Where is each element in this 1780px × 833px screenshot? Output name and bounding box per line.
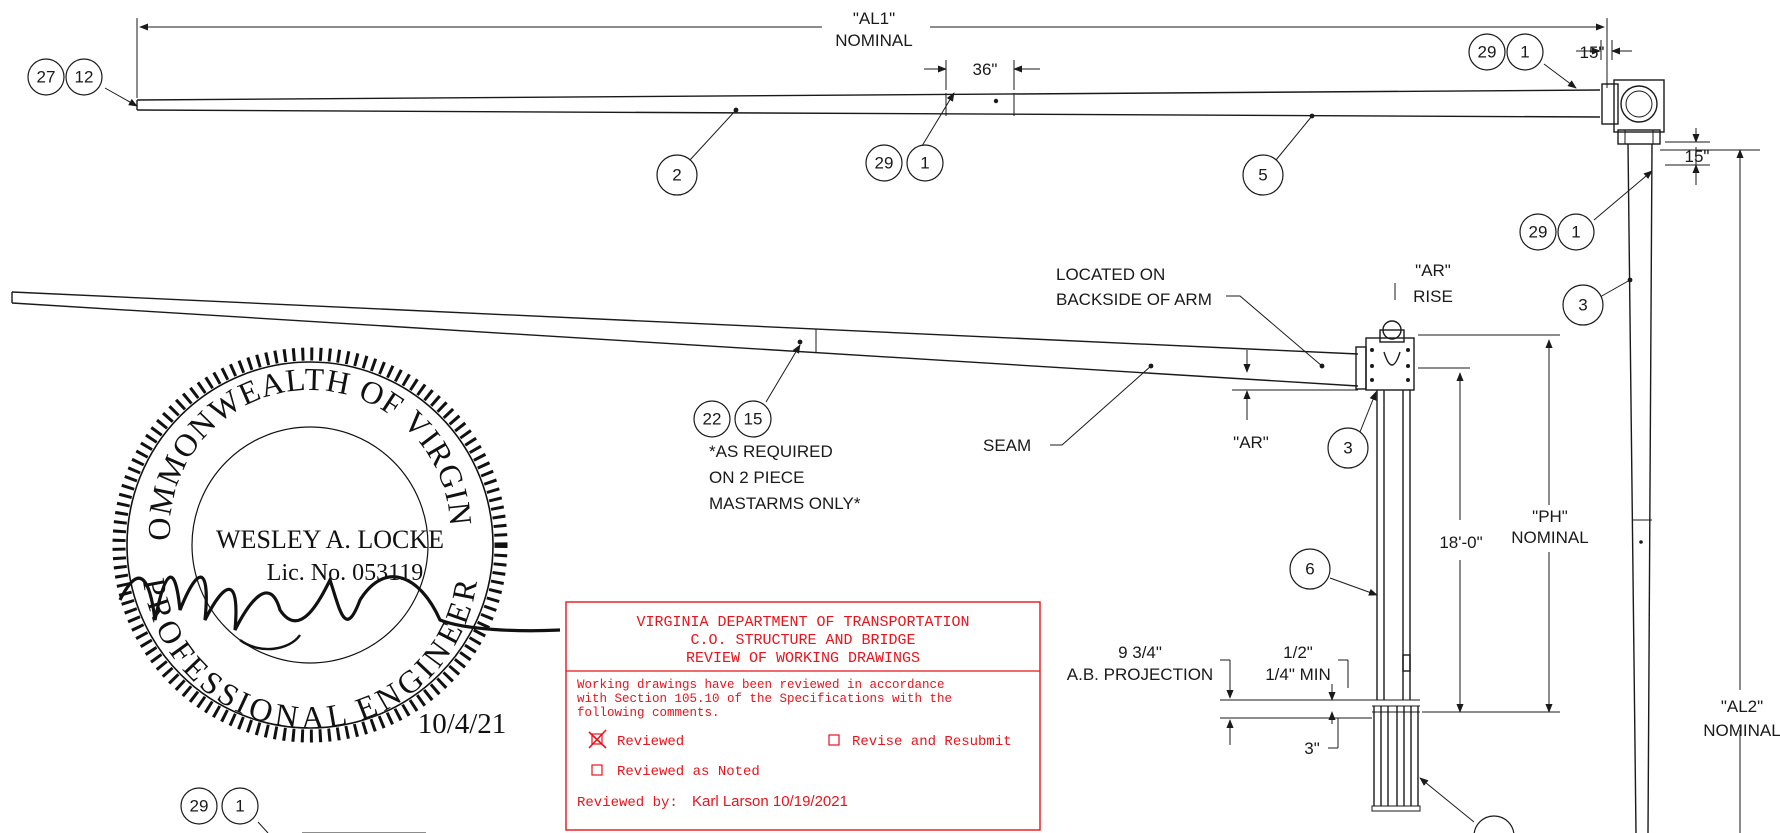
ph-nominal: NOMINAL	[1511, 528, 1588, 547]
balloon-27: 27	[37, 68, 56, 87]
checkmark-x-icon	[588, 729, 607, 749]
ab-projection: A.B. PROJECTION	[1067, 665, 1213, 684]
dim-15-pole: 15"	[1685, 147, 1710, 166]
checkbox-noted	[591, 764, 603, 776]
review-stamp: VIRGINIA DEPARTMENT OF TRANSPORTATION C.…	[565, 601, 1041, 831]
dim-15-top: 15"	[1580, 43, 1605, 62]
stamp-body-3: following comments.	[577, 706, 720, 720]
note-required-3: MASTARMS ONLY*	[709, 494, 861, 513]
balloon-3-pole: 3	[1578, 296, 1587, 315]
pole	[1601, 79, 1760, 833]
stamp-title-3: REVIEW OF WORKING DRAWINGS	[686, 650, 920, 667]
opt-reviewed: Reviewed	[617, 734, 684, 750]
item-balloons: 27 12 29 1 2 29 1 5 29 1 3 22 15 3 6 29 …	[27, 33, 1653, 833]
note-required-1: *AS REQUIRED	[709, 442, 833, 461]
lower-pole-assembly	[1220, 320, 1560, 812]
note-located-2: BACKSIDE OF ARM	[1056, 290, 1212, 309]
seal-license: Lic. No. 053119	[267, 560, 423, 586]
ar-rise-label: "AR"	[1415, 261, 1451, 280]
checkbox-reviewed	[591, 733, 603, 745]
al2-label: "AL2"	[1721, 697, 1763, 716]
stamp-title-1: VIRGINIA DEPARTMENT OF TRANSPORTATION	[636, 614, 969, 631]
stamp-body-1: Working drawings have been reviewed in a…	[577, 678, 945, 692]
balloon-1-mid: 1	[920, 154, 929, 173]
dim-18ft: 18'-0"	[1439, 533, 1482, 552]
stamp-title-2: C.O. STRUCTURE AND BRIDGE	[690, 632, 915, 649]
balloon-29-pole: 29	[1529, 223, 1548, 242]
ar-rise-sub: RISE	[1413, 287, 1453, 306]
al1-nominal: NOMINAL	[835, 31, 912, 50]
signature	[118, 575, 561, 633]
balloon-6: 6	[1305, 560, 1314, 579]
checkbox-revise	[828, 734, 840, 746]
dim-36: 36"	[973, 60, 998, 79]
balloon-29-mid: 29	[875, 154, 894, 173]
notes: LOCATED ON BACKSIDE OF ARM SEAM *AS REQU…	[709, 265, 1323, 513]
upper-mast-arm	[136, 18, 1632, 118]
dimension-labels: "AL1" NOMINAL 36" 15" 15" "AR" RISE "AR"…	[835, 9, 1780, 758]
note-seam: SEAM	[983, 436, 1031, 455]
note-required-2: ON 2 PIECE	[709, 468, 804, 487]
balloon-1-bottom: 1	[235, 797, 244, 816]
balloon-2: 2	[672, 166, 681, 185]
balloon-15: 15	[744, 410, 763, 429]
dim-3: 3"	[1304, 739, 1320, 758]
balloon-1-pole: 1	[1571, 223, 1580, 242]
note-located-1: LOCATED ON	[1056, 265, 1165, 284]
ar-label: "AR"	[1233, 433, 1269, 452]
balloon-5: 5	[1258, 166, 1267, 185]
balloon-29-bottom: 29	[190, 797, 209, 816]
opt-noted: Reviewed as Noted	[617, 764, 760, 780]
reviewed-by-label: Reviewed by:	[577, 795, 678, 811]
half-dim: 1/2"	[1283, 643, 1313, 662]
balloon-29-top: 29	[1478, 43, 1497, 62]
stamp-body-2: with Section 105.10 of the Specification…	[577, 692, 952, 706]
ph-label: "PH"	[1532, 507, 1568, 526]
seal-name: WESLEY A. LOCKE	[216, 525, 444, 554]
balloon-12: 12	[75, 68, 94, 87]
quarter-min: 1/4" MIN	[1265, 665, 1331, 684]
balloon-1-top: 1	[1520, 43, 1529, 62]
ab-dim: 9 3/4"	[1118, 643, 1162, 662]
opt-revise: Revise and Resubmit	[852, 734, 1012, 750]
seal-date: 10/4/21	[418, 708, 507, 740]
reviewed-by-value: Karl Larson 10/19/2021	[692, 793, 848, 810]
al2-nominal: NOMINAL	[1703, 721, 1780, 740]
balloon-3-lower: 3	[1343, 439, 1352, 458]
balloon-22: 22	[703, 410, 722, 429]
al1-label: "AL1"	[853, 9, 895, 28]
lower-mast-arm	[11, 283, 1396, 420]
